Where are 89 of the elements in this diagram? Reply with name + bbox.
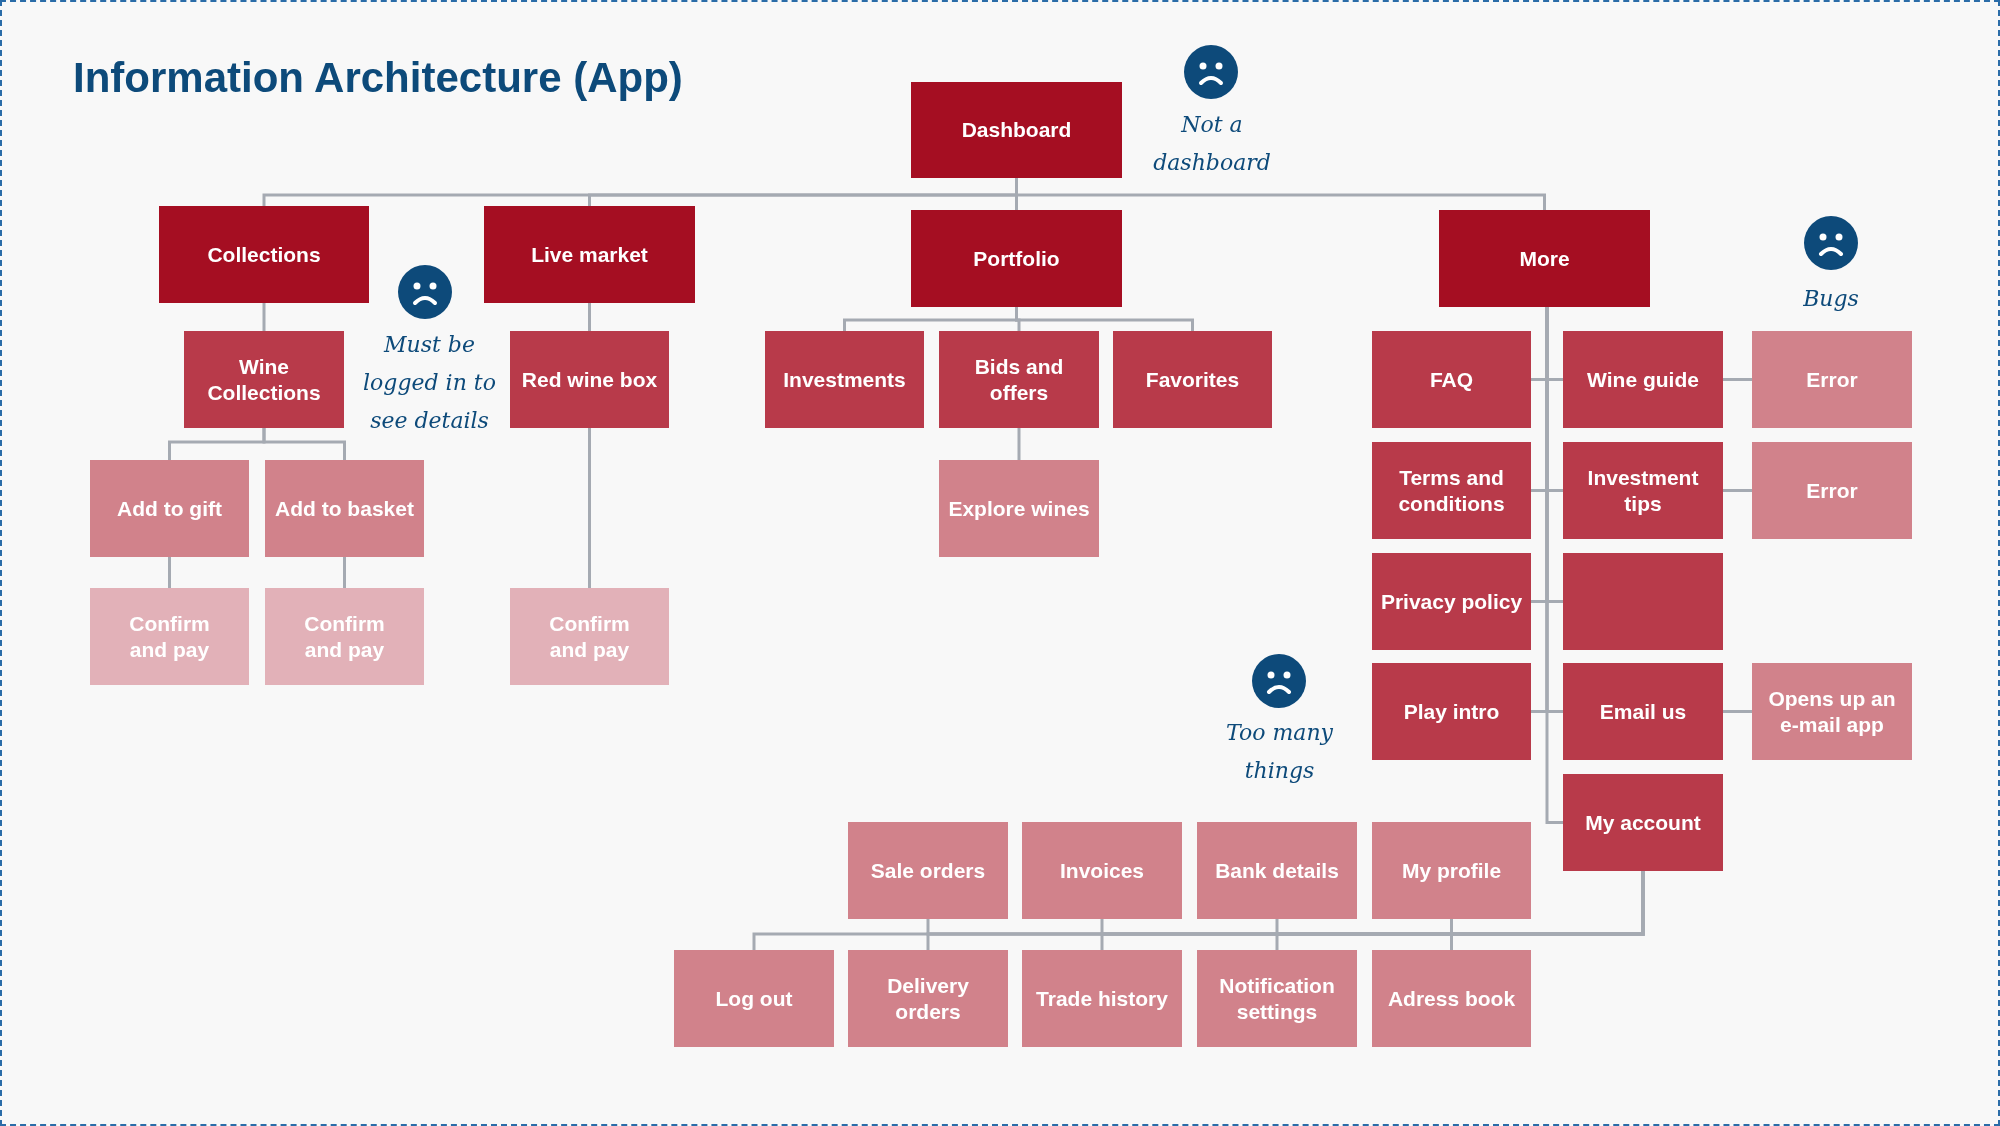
node-label: My profile xyxy=(1401,857,1502,884)
node-label: Trade history xyxy=(1036,985,1168,1012)
page-box xyxy=(1022,950,1182,1047)
connector-line xyxy=(168,557,171,588)
handwritten-note: Must be logged in to see details xyxy=(362,331,497,435)
page-box xyxy=(1563,442,1723,539)
node-label: Favorites xyxy=(1145,366,1240,393)
connector-line xyxy=(1723,378,1752,381)
connector-line xyxy=(1723,710,1752,713)
page-box xyxy=(484,206,695,303)
node-label: Bank details xyxy=(1215,857,1339,884)
page-box xyxy=(159,206,369,303)
page-box xyxy=(1372,331,1531,428)
handwritten-note: Bugs xyxy=(1802,285,1860,313)
node-label: Terms and conditions xyxy=(1397,464,1506,517)
node-label: Error xyxy=(1806,477,1858,504)
node-label: Explore wines xyxy=(948,495,1090,522)
page-box xyxy=(765,331,924,428)
node-label: Privacy policy xyxy=(1380,588,1523,615)
page-box xyxy=(1752,331,1912,428)
node-label: Confirm and pay xyxy=(303,610,386,663)
handwritten-note: Too many things xyxy=(1225,719,1334,785)
node-label: Wine Collections xyxy=(206,353,322,406)
page-box xyxy=(1563,663,1723,760)
node-label: Wine guide xyxy=(1587,366,1699,393)
node-label: Invoices xyxy=(1059,857,1144,884)
page-box xyxy=(1372,822,1531,919)
page-box xyxy=(1197,822,1357,919)
page-box xyxy=(510,588,669,685)
connector-line xyxy=(262,303,266,331)
page-box xyxy=(1563,553,1723,650)
page-box xyxy=(1752,442,1912,539)
node-label: Email us xyxy=(1599,698,1687,725)
node-label: Opens up an e-mail app xyxy=(1767,685,1897,738)
node-label: Investment tips xyxy=(1586,464,1700,517)
node-label: Error xyxy=(1806,366,1858,393)
page-box xyxy=(265,588,424,685)
page-box xyxy=(184,331,344,428)
page-box xyxy=(265,460,424,557)
page-box xyxy=(939,460,1099,557)
connector-line xyxy=(1723,489,1752,492)
page-box xyxy=(510,331,669,428)
node-label: Live market xyxy=(531,241,648,268)
node-label: Play intro xyxy=(1403,698,1500,725)
page-box xyxy=(1022,822,1182,919)
node-label: Confirm and pay xyxy=(128,610,211,663)
page-box xyxy=(1372,442,1531,539)
node-label: Notification settings xyxy=(1218,972,1336,1025)
page-box xyxy=(1752,663,1912,760)
page-box xyxy=(1563,774,1723,871)
page-box xyxy=(848,822,1008,919)
page-box xyxy=(1439,210,1650,307)
node-label: Log out xyxy=(715,985,793,1012)
node-label: Portfolio xyxy=(973,245,1060,272)
connector-line xyxy=(343,557,346,588)
handwritten-note: Not a dashboard xyxy=(1152,111,1272,177)
node-label: More xyxy=(1519,245,1570,272)
page-box xyxy=(848,950,1008,1047)
connector-line xyxy=(1017,428,1021,460)
connector-line xyxy=(1015,307,1194,331)
connector-line xyxy=(262,428,346,460)
node-label: Red wine box xyxy=(521,366,658,393)
page-box xyxy=(90,588,249,685)
node-label: Add to gift xyxy=(117,495,222,522)
page-box xyxy=(674,950,834,1047)
node-label: FAQ xyxy=(1429,366,1474,393)
page-box xyxy=(1197,950,1357,1047)
diagram-title: Information Architecture (App) xyxy=(73,53,683,103)
page-box xyxy=(911,82,1122,178)
page-box xyxy=(1372,553,1531,650)
connector-line xyxy=(588,303,591,331)
node-label: Delivery orders xyxy=(886,972,970,1025)
page-box xyxy=(1563,331,1723,428)
node-label: Collections xyxy=(207,241,321,268)
node-label: Investments xyxy=(783,366,906,393)
node-label: Confirm and pay xyxy=(548,610,631,663)
connector-line xyxy=(588,428,591,588)
page-box xyxy=(939,331,1099,428)
node-label: Adress book xyxy=(1387,985,1516,1012)
page-box xyxy=(911,210,1122,307)
page-box xyxy=(90,460,249,557)
node-label: My account xyxy=(1585,809,1701,836)
page-box xyxy=(1113,331,1272,428)
page-box xyxy=(1372,663,1531,760)
node-label: Sale orders xyxy=(870,857,986,884)
node-label: Dashboard xyxy=(961,117,1072,143)
node-label: Bids and offers xyxy=(973,353,1065,406)
node-label: Add to basket xyxy=(275,495,414,522)
page-box xyxy=(1372,950,1531,1047)
